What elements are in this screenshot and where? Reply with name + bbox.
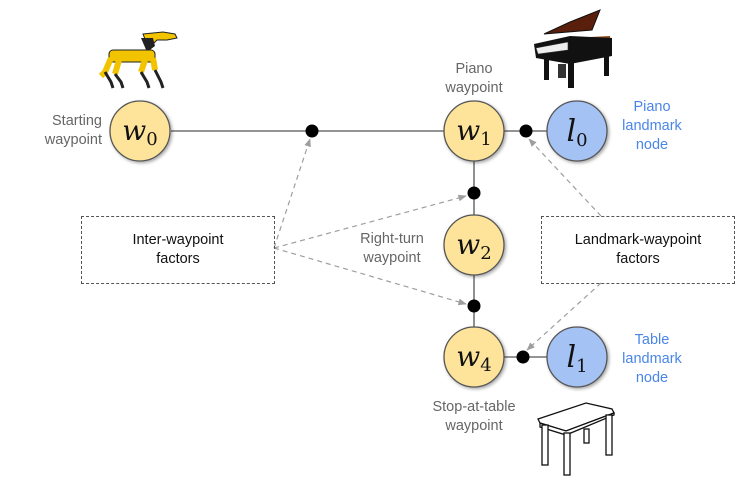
factor-w2-w4 [467, 299, 481, 313]
svg-text:l0: l0 [566, 114, 587, 151]
arrow-inter-to-f12 [273, 194, 467, 249]
inter-waypoint-factors-box: Inter-waypoint factors [81, 216, 275, 284]
factor-w1-l0 [519, 124, 533, 138]
landmark-waypoint-factors-box: Landmark-waypoint factors [541, 216, 735, 284]
factors [305, 124, 533, 364]
label-right-turn-waypoint: Right-turn waypoint [360, 231, 424, 266]
node-w4: w4 [443, 326, 505, 388]
node-w0: w0 [109, 100, 171, 162]
node-w1: w1 [443, 100, 505, 162]
label-piano-waypoint: Piano waypoint [445, 61, 503, 96]
label-piano-landmark-node: Piano landmark node [622, 99, 682, 153]
svg-text:w2: w2 [456, 228, 491, 264]
label-table-landmark-node: Table landmark node [622, 332, 682, 386]
node-l1: l1 [546, 326, 608, 388]
grand-piano-icon [534, 9, 612, 88]
table-icon [537, 402, 615, 476]
arrow-inter-to-f24 [273, 247, 467, 306]
dashed-arrows [273, 138, 602, 351]
robot-dog-icon [98, 31, 178, 89]
factor-w4-l1 [516, 350, 530, 364]
factor-w1-w2 [467, 186, 481, 200]
svg-text:w4: w4 [456, 340, 491, 376]
factor-w0-w1 [305, 124, 319, 138]
arrow-landmark-to-f4l1 [526, 282, 602, 351]
svg-text:w1: w1 [456, 114, 491, 150]
arrow-inter-to-f01 [273, 138, 311, 249]
node-w2: w2 [443, 214, 505, 276]
svg-text:l1: l1 [566, 340, 587, 377]
label-stop-at-table-waypoint: Stop-at-table waypoint [432, 399, 516, 434]
node-l0: l0 [546, 100, 608, 162]
label-starting-waypoint: Starting waypoint [44, 113, 102, 148]
svg-text:w0: w0 [122, 114, 157, 150]
